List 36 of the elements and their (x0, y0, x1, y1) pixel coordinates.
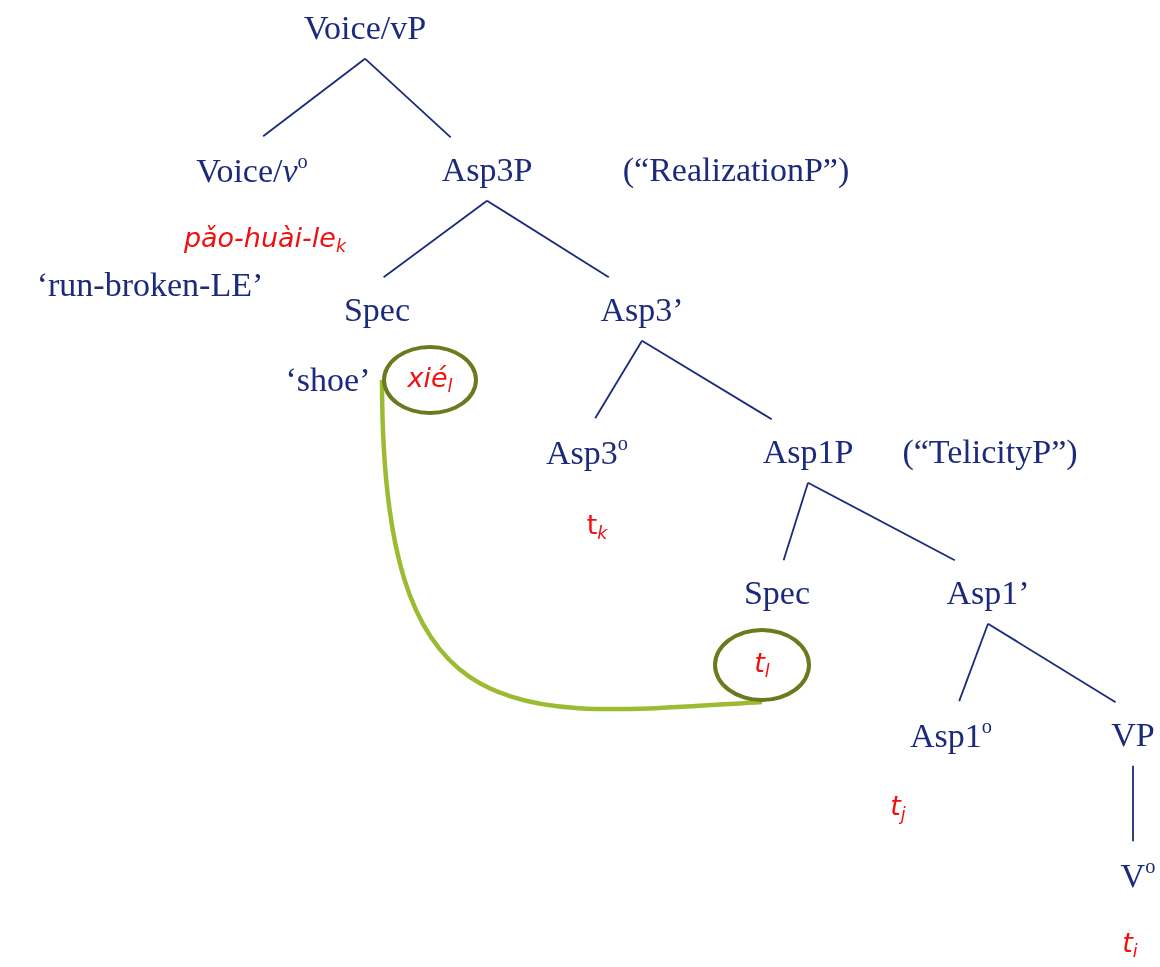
tree-node-label: Asp3P (441, 151, 533, 189)
tree-node-label: Voice/vP (303, 9, 427, 47)
tree-node-label: Asp1’ (946, 574, 1030, 612)
movement-arc (379, 379, 763, 712)
tree-branch (262, 57, 366, 138)
trace-word: t$_{l}$ (754, 648, 770, 682)
tree-node-label: Voice/v$^{o}$ (196, 150, 308, 190)
circled-word (713, 628, 811, 702)
tree-branch (486, 199, 610, 279)
gloss-label: ‘run-broken-LE’ (36, 266, 264, 304)
tree-branch (782, 481, 809, 562)
projection-name: (“TelicityP”) (902, 433, 1078, 471)
trace-word: pǎo-huài-le$_{k}$ (183, 223, 347, 257)
tree-node-label: V$^{o}$ (1120, 855, 1156, 895)
tree-node-label: Spec (743, 574, 811, 612)
tree-branch (382, 199, 488, 279)
trace-label: t$_{i}$ (1122, 928, 1138, 962)
tree-branch (594, 339, 643, 420)
gloss-label: ‘shoe’ (285, 361, 371, 399)
tree-node-label: VP (1111, 716, 1155, 754)
circled-word (382, 345, 478, 415)
tree-branch (987, 622, 1117, 704)
tree-node-label: Asp3$^{o}$ (546, 432, 628, 472)
trace-word: xié$_{l}$ (407, 363, 453, 397)
tree-branch (958, 622, 989, 703)
tree-branch (1132, 764, 1134, 843)
tree-node-label: Asp3’ (600, 291, 684, 329)
trace-label: t$_{k}$ (586, 510, 608, 544)
tree-node-label: Spec (343, 291, 411, 329)
tree-branch (364, 57, 452, 139)
trace-label: t$_{j}$ (890, 791, 906, 825)
tree-branch (641, 339, 773, 421)
tree-node-label: Asp1P (762, 433, 854, 471)
tree-branch (807, 481, 956, 562)
projection-name: (“RealizationP”) (622, 151, 850, 189)
tree-node-label: Asp1$^{o}$ (910, 715, 992, 755)
